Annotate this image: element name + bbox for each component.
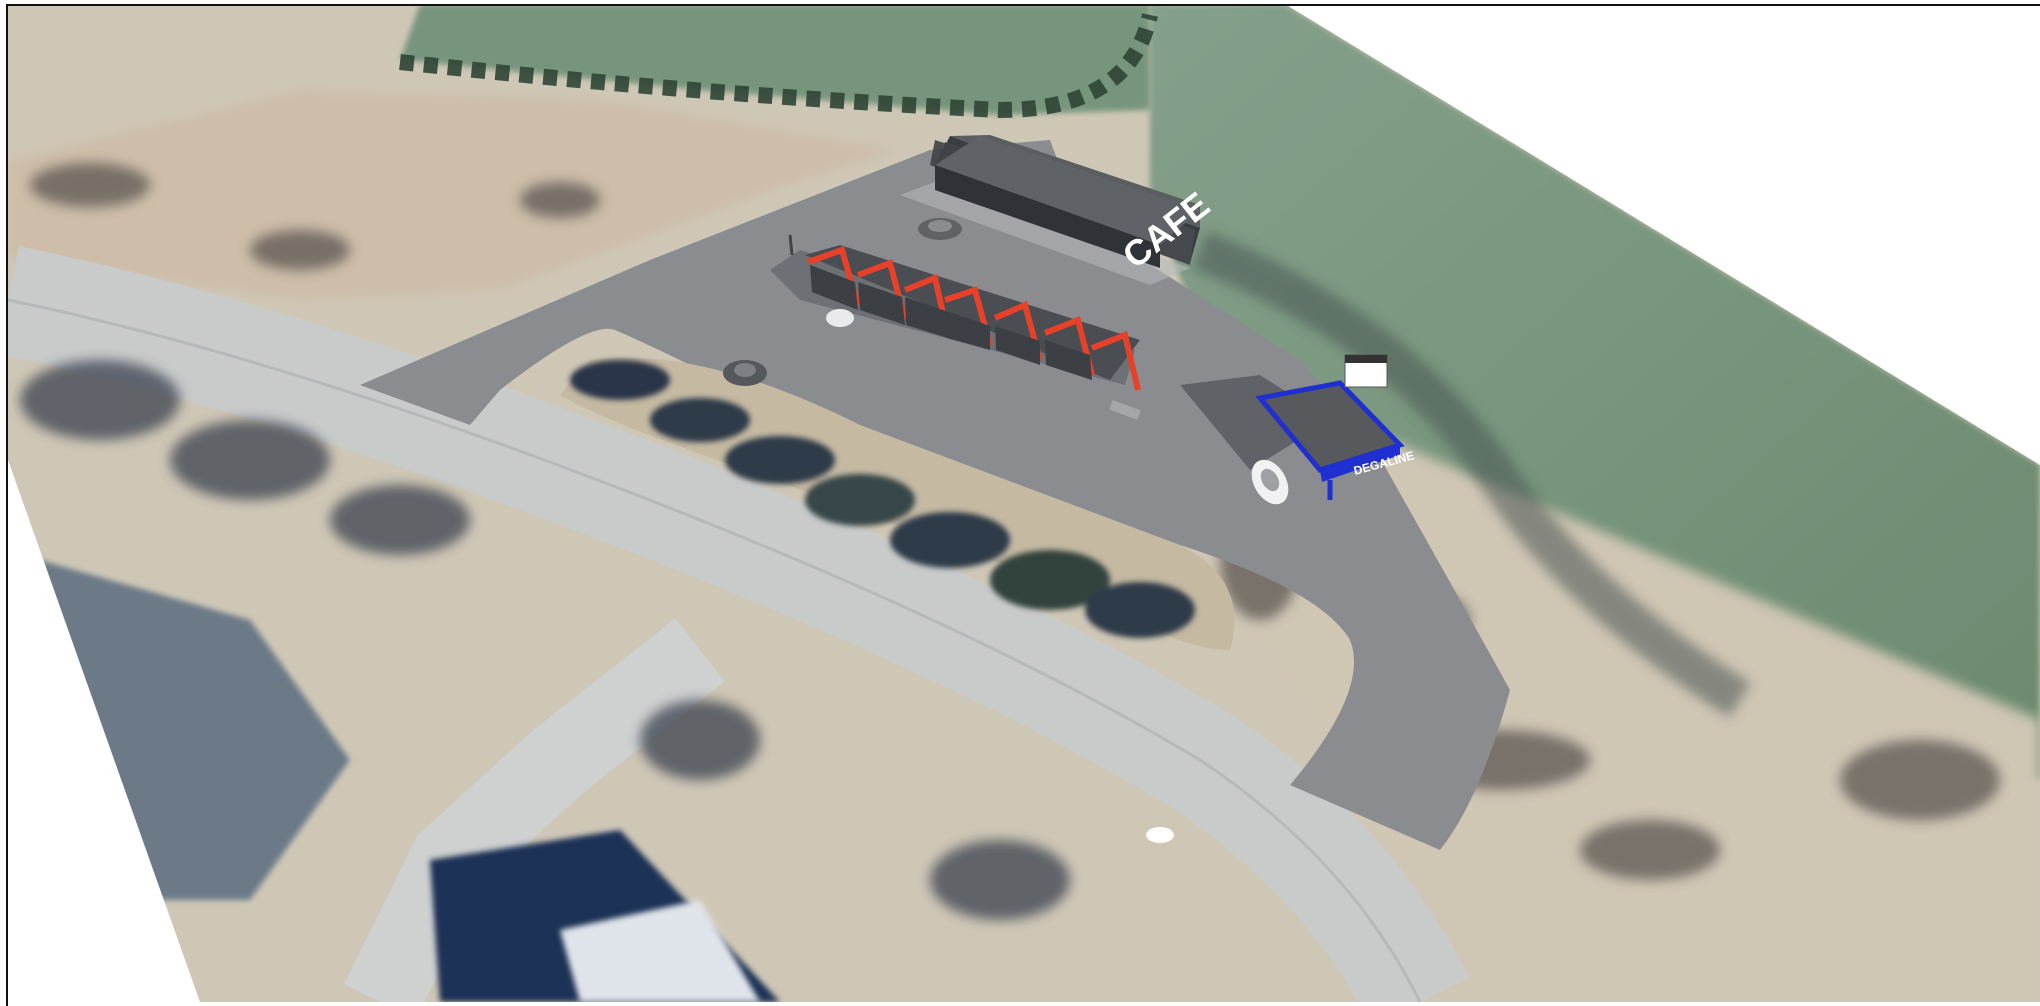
tree-row-island bbox=[570, 360, 1195, 638]
car-in-carwash bbox=[826, 309, 854, 327]
cafe-building: CAFE bbox=[900, 135, 1217, 285]
hedge-row bbox=[399, 13, 1158, 119]
tree-line-right bbox=[1192, 231, 1751, 717]
sign-pole bbox=[788, 234, 794, 256]
carwash-building bbox=[770, 245, 1141, 391]
carwash-bay-doors bbox=[810, 265, 1092, 380]
asphalt-lot bbox=[360, 140, 1510, 850]
grass-field bbox=[1150, 4, 2040, 780]
parked-car-road bbox=[1146, 827, 1174, 843]
cafe-roof bbox=[935, 136, 1200, 245]
car-near-cafe bbox=[918, 218, 962, 240]
house-roof-bottom-light bbox=[560, 900, 760, 1002]
vacuum-pad bbox=[1109, 400, 1141, 420]
gas-canopy: DEGALINE bbox=[1180, 354, 1416, 505]
dry-soil-left bbox=[8, 90, 900, 300]
grass-top bbox=[400, 4, 1150, 115]
side-road bbox=[344, 618, 725, 1002]
car-at-pump bbox=[1251, 459, 1289, 505]
trees-lower-left bbox=[20, 360, 1070, 920]
road-center-line bbox=[8, 298, 1422, 1002]
car-near-vacuum bbox=[723, 360, 767, 386]
